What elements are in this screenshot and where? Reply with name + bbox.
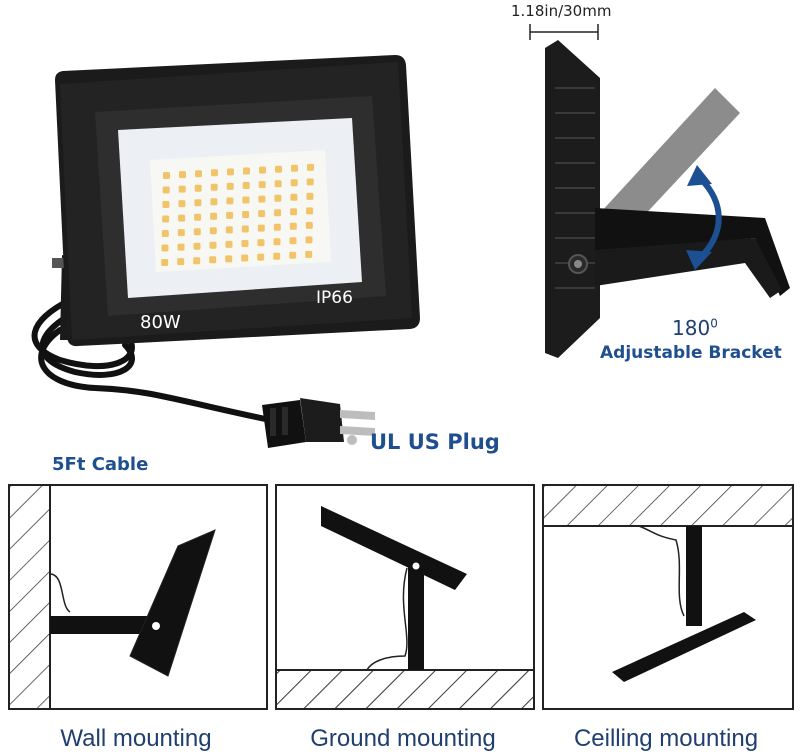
led-chip xyxy=(178,185,186,193)
wall-mounting-panel xyxy=(8,484,268,710)
led-chip xyxy=(274,209,282,217)
floodlight-side-illustration xyxy=(529,24,790,358)
led-chip xyxy=(289,237,297,245)
led-chip xyxy=(241,225,249,233)
led-chip xyxy=(194,184,202,192)
led-chip xyxy=(193,228,201,236)
led-chip xyxy=(275,165,282,173)
plug-label: UL US Plug xyxy=(370,430,500,454)
angle-value: 180 xyxy=(672,316,711,340)
led-chip xyxy=(209,241,217,249)
led-chip xyxy=(306,207,314,215)
angle-superscript: 0 xyxy=(710,316,718,331)
led-chip xyxy=(241,240,249,247)
led-chip xyxy=(289,251,297,259)
bracket-label: Adjustable Bracket xyxy=(600,343,782,363)
led-chip xyxy=(209,256,217,264)
led-chip xyxy=(226,211,234,219)
led-chip xyxy=(258,181,266,189)
cable-label: 5Ft Cable xyxy=(52,454,149,475)
wattage-label: 80W xyxy=(140,312,181,333)
led-chip xyxy=(225,255,233,263)
angle-label: 1800 xyxy=(672,316,718,340)
led-chip xyxy=(161,244,169,252)
led-chip xyxy=(195,170,202,178)
led-chip xyxy=(162,186,170,194)
led-chip xyxy=(193,257,201,265)
led-chip xyxy=(306,178,314,186)
ground-mounting-panel xyxy=(275,484,535,710)
floodlight-front-illustration xyxy=(31,55,420,448)
led-chip xyxy=(225,226,233,234)
led-chip xyxy=(177,229,185,237)
led-chip xyxy=(226,197,234,205)
led-chip xyxy=(241,254,249,262)
ground-mounting-caption: Ground mounting xyxy=(310,725,496,752)
led-chip xyxy=(290,193,298,201)
led-chip xyxy=(306,192,314,200)
led-chip xyxy=(177,243,185,251)
led-chip xyxy=(289,222,297,230)
led-chip xyxy=(274,194,282,202)
led-chip xyxy=(242,182,250,189)
led-chip xyxy=(243,167,250,175)
ceiling-mounting-diagram xyxy=(544,486,792,682)
led-array xyxy=(161,163,314,266)
led-chip xyxy=(291,164,298,172)
led-chip xyxy=(162,215,170,223)
led-chip xyxy=(210,183,218,191)
led-chip xyxy=(161,259,169,266)
led-chip xyxy=(273,223,281,231)
wall-mounting-diagram xyxy=(10,486,216,708)
led-chip xyxy=(178,200,186,208)
led-chip xyxy=(178,214,186,222)
led-chip xyxy=(177,258,185,266)
led-chip xyxy=(273,252,281,260)
led-chip xyxy=(258,210,266,218)
led-chip xyxy=(259,166,266,174)
dimension-label: 1.18in/30mm xyxy=(511,2,612,20)
led-chip xyxy=(226,182,234,190)
led-chip xyxy=(179,171,186,179)
led-chip xyxy=(273,238,281,246)
led-chip xyxy=(194,199,202,207)
led-chip xyxy=(163,172,170,179)
led-chip xyxy=(211,169,218,177)
led-chip xyxy=(162,201,170,208)
led-chip xyxy=(257,224,265,232)
ceiling-mounting-caption: Ceilling mounting xyxy=(573,725,759,752)
led-chip xyxy=(258,195,266,203)
led-chip xyxy=(305,221,313,229)
led-chip xyxy=(210,198,218,206)
led-chip xyxy=(225,240,233,248)
led-chip xyxy=(209,227,217,235)
led-chip xyxy=(193,242,201,250)
led-chip xyxy=(242,211,250,218)
led-chip xyxy=(242,196,250,204)
led-chip xyxy=(257,239,265,247)
led-chip xyxy=(307,163,314,171)
led-chip xyxy=(194,213,202,221)
led-chip xyxy=(227,168,234,176)
led-chip xyxy=(210,212,218,220)
ground-mounting-diagram xyxy=(277,506,533,708)
led-chip xyxy=(305,250,313,258)
led-chip xyxy=(257,253,265,261)
wall-mounting-caption: Wall mounting xyxy=(60,725,212,752)
led-chip xyxy=(290,179,298,187)
ip-rating-label: IP66 xyxy=(316,288,353,308)
led-chip xyxy=(274,180,282,188)
ceiling-mounting-panel xyxy=(542,484,794,710)
led-chip xyxy=(290,208,298,216)
led-chip xyxy=(161,230,169,237)
led-chip xyxy=(305,236,313,244)
